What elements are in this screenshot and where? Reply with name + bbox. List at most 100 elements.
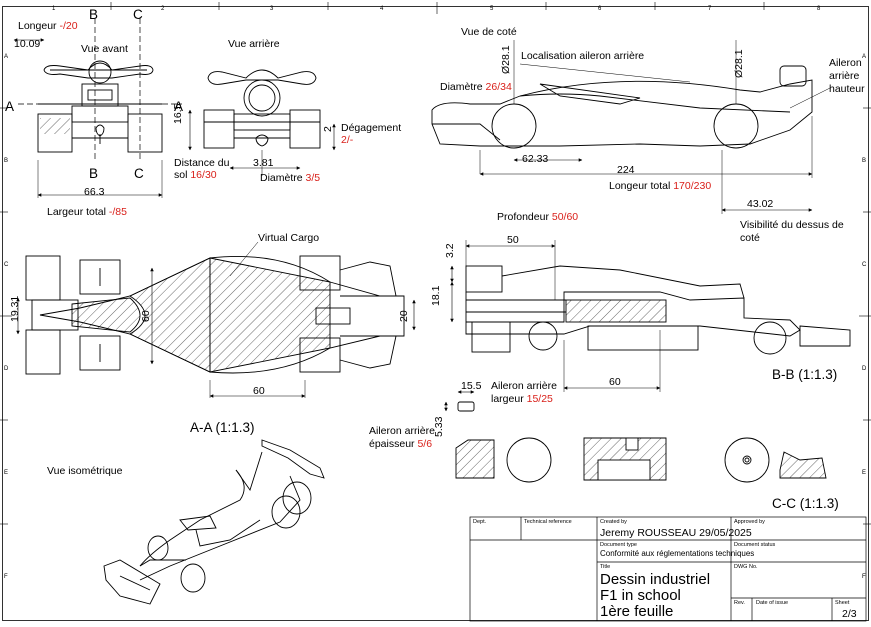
sheet-border	[2, 6, 869, 621]
grid-col-8: 8	[817, 6, 821, 12]
side-dim-4302: 43.02	[747, 198, 774, 210]
rear-distance-label-1: Distance du	[174, 157, 230, 169]
tb-technical-reference: Technical reference	[524, 519, 572, 525]
tb-date-of-issue: Date of issue	[756, 600, 789, 606]
aa-virtual-cargo: Virtual Cargo	[258, 232, 320, 244]
grid-col-4: 4	[380, 6, 384, 12]
side-dia-rear: Ø28.1	[733, 49, 745, 78]
grid-col-1: 1	[52, 6, 56, 12]
side-aileron-3: hauteur	[829, 83, 865, 95]
tb-dwg-no: DWG No.	[734, 564, 758, 570]
grid-col-2: 2	[161, 6, 165, 12]
front-section-a-right: A	[174, 99, 184, 114]
title-block	[469, 516, 867, 622]
cc-aileron-ep-1: Aileron arrière	[369, 425, 435, 437]
side-visibilite-2: coté	[740, 232, 760, 244]
cc-aileron-larg-2: largeur 15/25	[491, 393, 553, 405]
tb-title-1: Dessin industriel	[600, 571, 711, 588]
grid-col-6: 6	[598, 6, 602, 12]
tb-title-2: F1 in school	[600, 587, 681, 604]
front-section-a-left: A	[5, 99, 15, 114]
grid-row-f-right: F	[862, 574, 866, 580]
section-aa	[16, 241, 416, 398]
front-section-c-bottom: C	[134, 166, 144, 181]
grid-ticks	[0, 2, 871, 525]
side-dia-front: Ø28.1	[500, 45, 512, 74]
front-section-b-top: B	[89, 7, 99, 22]
isometric-view	[103, 439, 325, 605]
aa-dim-60-h: 60	[253, 385, 265, 397]
bb-dim-32: 3.2	[444, 243, 456, 258]
section-cc	[444, 390, 827, 483]
tb-sheet-value: 2/3	[842, 608, 857, 620]
grid-row-b-right: B	[862, 158, 867, 164]
grid-row-a-right: A	[862, 54, 867, 60]
grid-col-3: 3	[270, 6, 274, 12]
front-section-b-bottom: B	[89, 166, 99, 181]
front-largeur-label: Largeur total -/85	[47, 206, 127, 218]
aa-dim-60-v: 60	[140, 310, 152, 322]
tb-approved-by: Approved by	[734, 519, 765, 525]
tb-document-type-label: Document type	[600, 542, 637, 548]
front-longueur-label: Longeur -/20	[18, 20, 78, 32]
aa-dim-1931: 19.31	[9, 295, 21, 322]
grid-row-e-right: E	[862, 470, 867, 476]
aa-title: A-A (1:1.3)	[190, 420, 255, 435]
tb-created-by: Jeremy ROUSSEAU 29/05/2025	[600, 527, 752, 539]
side-localisation-label: Localisation aileron arrière	[521, 50, 645, 62]
rear-view-title: Vue arrière	[228, 38, 280, 50]
bb-title: B-B (1:1.3)	[772, 367, 838, 382]
rear-diametre-label: Diamètre 3/5	[260, 172, 321, 184]
tb-dept: Dept.	[473, 519, 487, 525]
grid-row-a: A	[4, 54, 9, 60]
front-view-title: Vue avant	[81, 43, 128, 55]
section-bb	[450, 240, 851, 392]
iso-title: Vue isométrique	[47, 465, 123, 477]
side-visibilite-1: Visibilité du dessus de	[740, 219, 844, 231]
bb-profondeur-label: Profondeur 50/60	[497, 211, 579, 223]
side-view-title: Vue de coté	[461, 26, 517, 38]
grid-col-7: 7	[708, 6, 712, 12]
front-section-c-top: C	[133, 7, 143, 22]
front-dim-663: 66.3	[84, 186, 105, 198]
side-view	[431, 40, 831, 214]
tb-sheet-label: Sheet	[835, 600, 850, 606]
rear-degagement-value: 2/-	[341, 134, 354, 146]
front-view	[13, 18, 182, 198]
tb-title-3: 1ère feuille	[600, 603, 674, 620]
cc-dim-155: 15.5	[461, 380, 482, 392]
front-dim-1009: 10.09	[14, 38, 41, 50]
grid-row-b: B	[4, 158, 9, 164]
grid-row-d-right: D	[862, 366, 867, 372]
grid-row-f: F	[4, 574, 8, 580]
bb-dim-50: 50	[507, 234, 519, 246]
side-longueur-label: Longeur total 170/230	[609, 180, 712, 192]
grid-row-c: C	[4, 262, 9, 268]
side-diametre-label: Diamètre 26/34	[440, 81, 512, 93]
side-aileron-1: Aileron	[829, 57, 862, 69]
cc-aileron-larg-1: Aileron arrière	[491, 380, 557, 392]
tb-document-type: Conformité aux réglementations technique…	[600, 549, 755, 558]
aa-dim-20: 20	[398, 310, 410, 322]
rear-view	[188, 69, 336, 176]
grid-row-e: E	[4, 470, 9, 476]
grid-row-c-right: C	[862, 262, 867, 268]
bb-dim-60: 60	[609, 376, 621, 388]
rear-dim-381: 3.81	[253, 157, 274, 169]
rear-dim-165: 16.5	[172, 103, 184, 124]
cc-aileron-ep-2: épaisseur 5/6	[369, 438, 433, 450]
cc-title: C-C (1:1.3)	[772, 496, 839, 511]
grid-col-5: 5	[490, 6, 494, 12]
rear-dim-2: 2	[322, 126, 334, 132]
grid-row-d: D	[4, 366, 9, 372]
side-aileron-2: arrière	[829, 70, 860, 82]
side-dim-6233: 62.33	[522, 153, 549, 165]
tb-rev: Rev.	[734, 600, 745, 606]
tb-created-by-label: Created by	[600, 519, 627, 525]
tb-document-status: Document status	[734, 542, 776, 548]
tb-title-label: Title	[600, 564, 611, 570]
side-dim-224: 224	[617, 164, 635, 176]
rear-degagement-label: Dégagement	[341, 122, 402, 134]
bb-dim-181: 18.1	[430, 285, 442, 306]
